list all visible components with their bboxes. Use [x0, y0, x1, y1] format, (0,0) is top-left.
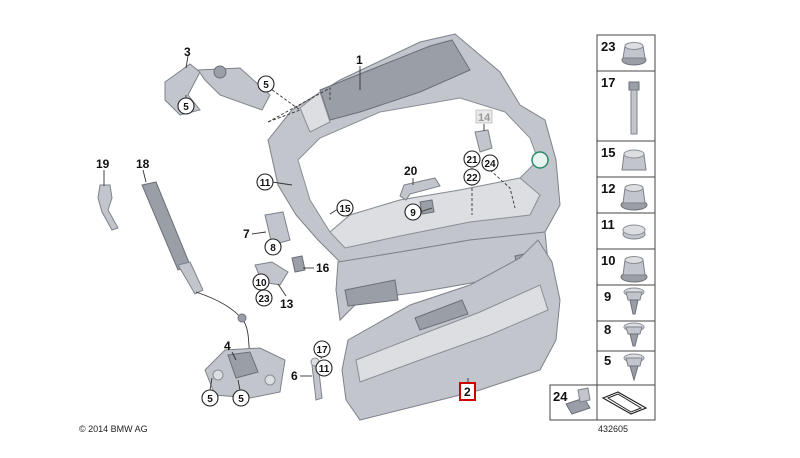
- lower-trim-panel: [341, 239, 561, 421]
- legend-24: 24: [553, 389, 568, 404]
- circled-8: 8: [270, 243, 276, 254]
- circled-22: 22: [466, 173, 478, 184]
- legend-12: 12: [601, 181, 615, 196]
- latch-part: [264, 211, 291, 246]
- legend-15: 15: [601, 145, 615, 160]
- circled-10: 10: [255, 278, 267, 289]
- circled-15: 15: [339, 204, 351, 215]
- nut-collar-icon: [620, 184, 648, 211]
- circled-23: 23: [258, 294, 270, 305]
- callouts-circled: 5 5 11 15 9 21 24 22 8 10 23 17 11 5 5: [177, 75, 499, 407]
- circled-5-lock-right: 5: [238, 394, 244, 405]
- circled-17: 17: [316, 345, 328, 356]
- parts-legend-column: 23 17 15 12 11 10 9 8 5: [549, 34, 656, 421]
- circled-5-hinge: 5: [263, 80, 269, 91]
- legend-23: 23: [601, 39, 615, 54]
- circled-11-lower: 11: [319, 364, 330, 375]
- callout-1: 1: [356, 53, 363, 67]
- screw-torx-icon: [623, 322, 645, 347]
- circled-11-upper: 11: [260, 178, 271, 189]
- screw-short-icon: [623, 287, 645, 315]
- circled-5-hinge-lower: 5: [183, 102, 189, 113]
- strut-bracket: [97, 184, 119, 231]
- circled-21: 21: [466, 155, 478, 166]
- circled-5-lock-left: 5: [207, 394, 213, 405]
- callout-14: 14: [478, 112, 491, 124]
- legend-8: 8: [604, 322, 611, 337]
- legend-9: 9: [604, 289, 611, 304]
- clip-24-icon: [565, 387, 591, 415]
- handle-part: [399, 177, 441, 201]
- copyright-notice: © 2014 BMW AG: [79, 424, 148, 434]
- callout-2-highlight: [459, 382, 476, 401]
- nut-hex-icon: [621, 149, 647, 171]
- clip-part: [291, 255, 306, 273]
- diagram-reference-number: 432605: [598, 424, 629, 434]
- callout-7: 7: [243, 227, 250, 241]
- camera-lens-icon: [531, 151, 549, 169]
- screw-part: [419, 199, 435, 215]
- screw-flange-icon: [623, 353, 645, 382]
- legend-17: 17: [601, 75, 615, 90]
- callout-16: 16: [316, 261, 330, 275]
- bolt-long-icon: [628, 81, 640, 135]
- circled-9: 9: [410, 208, 416, 219]
- callout-13: 13: [280, 297, 294, 311]
- plug-cap-icon: [622, 224, 646, 240]
- gasket-strip-icon: [601, 391, 648, 415]
- callout-20: 20: [404, 164, 418, 178]
- nut-flange-icon: [621, 42, 647, 66]
- gas-strut: [141, 181, 251, 356]
- callout-3: 3: [184, 45, 191, 59]
- callout-14-box: [475, 109, 493, 124]
- callout-6: 6: [291, 369, 298, 383]
- callout-19: 19: [96, 157, 110, 171]
- callout-18: 18: [136, 157, 150, 171]
- legend-10: 10: [601, 253, 615, 268]
- legend-11: 11: [601, 217, 615, 232]
- legend-5: 5: [604, 353, 611, 368]
- callout-2: 2: [464, 385, 471, 399]
- nut-washer-icon: [620, 256, 648, 283]
- callout-4: 4: [224, 339, 231, 353]
- circled-24: 24: [484, 159, 496, 170]
- callouts-plain: 1 3 18 19 20 7 16 13 4 6: [96, 45, 418, 383]
